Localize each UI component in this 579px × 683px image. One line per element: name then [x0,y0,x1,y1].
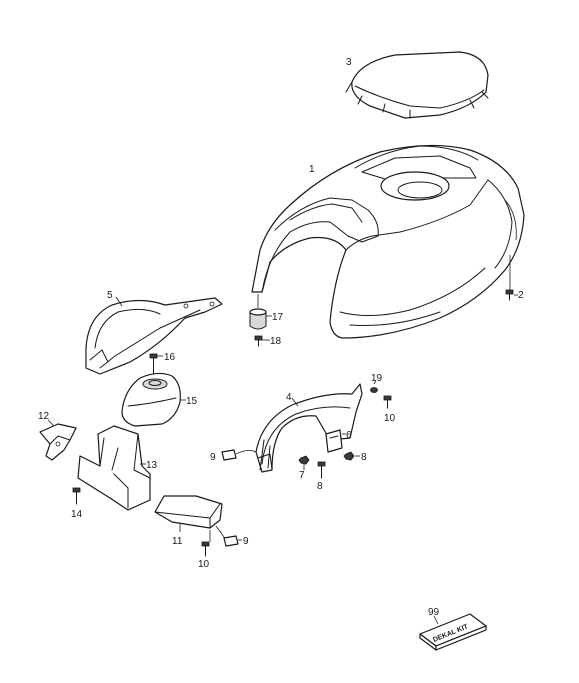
callout-7: 7 [299,470,305,481]
callout-99: 99 [428,607,440,618]
part-6-plate [325,429,346,453]
part-18-screw [254,335,270,347]
callout-4: 4 [286,392,292,403]
part-9-clip-lower [215,525,242,547]
callout-18: 18 [270,336,282,347]
callout-8-lower: 8 [317,481,323,492]
callout-15: 15 [186,396,198,407]
part-19-washer [370,380,378,393]
part-10-screw-lower [201,530,211,557]
part-14-screw [72,487,81,505]
part-15-tank [121,372,186,427]
part-11-trim [154,495,223,532]
callout-labels: 1 2 3 4 5 6 7 8 8 9 9 10 10 11 12 13 14 … [38,57,524,618]
callout-10-lower: 10 [198,559,210,570]
callout-16: 16 [164,352,176,363]
part-13-lower-panel [77,425,151,511]
part-8-screw-lower [317,461,326,479]
callout-17: 17 [272,312,284,323]
callout-8-right: 8 [361,452,367,463]
callout-13: 13 [146,460,158,471]
callout-14: 14 [71,509,83,520]
part-8-nut-right [343,451,360,461]
callout-9-mid: 9 [210,452,216,463]
callout-9-lower: 9 [243,536,249,547]
part-2-screw [505,255,518,301]
part-12-bracket [39,419,77,461]
part-7-nut [298,455,310,470]
callout-12: 12 [38,411,50,422]
part-17-bumper [249,294,272,330]
callout-1: 1 [309,164,315,175]
callout-19: 19 [371,373,383,384]
callout-10-upper: 10 [384,413,396,424]
part-9-clip-mid [221,449,257,461]
part-5-rear-fender [85,296,223,375]
callout-3: 3 [346,57,352,68]
part-99-decal-kit: DEKAL KIT [419,613,487,651]
callout-5: 5 [107,290,113,301]
part-3-cover [345,51,489,119]
callout-2: 2 [518,290,524,301]
part-10-screw-upper [383,395,392,409]
part-16-screw [149,353,163,377]
callout-11: 11 [172,536,183,547]
part-4-front-fender [255,383,363,473]
part-1-hood [251,144,525,339]
callout-6: 6 [346,430,352,441]
